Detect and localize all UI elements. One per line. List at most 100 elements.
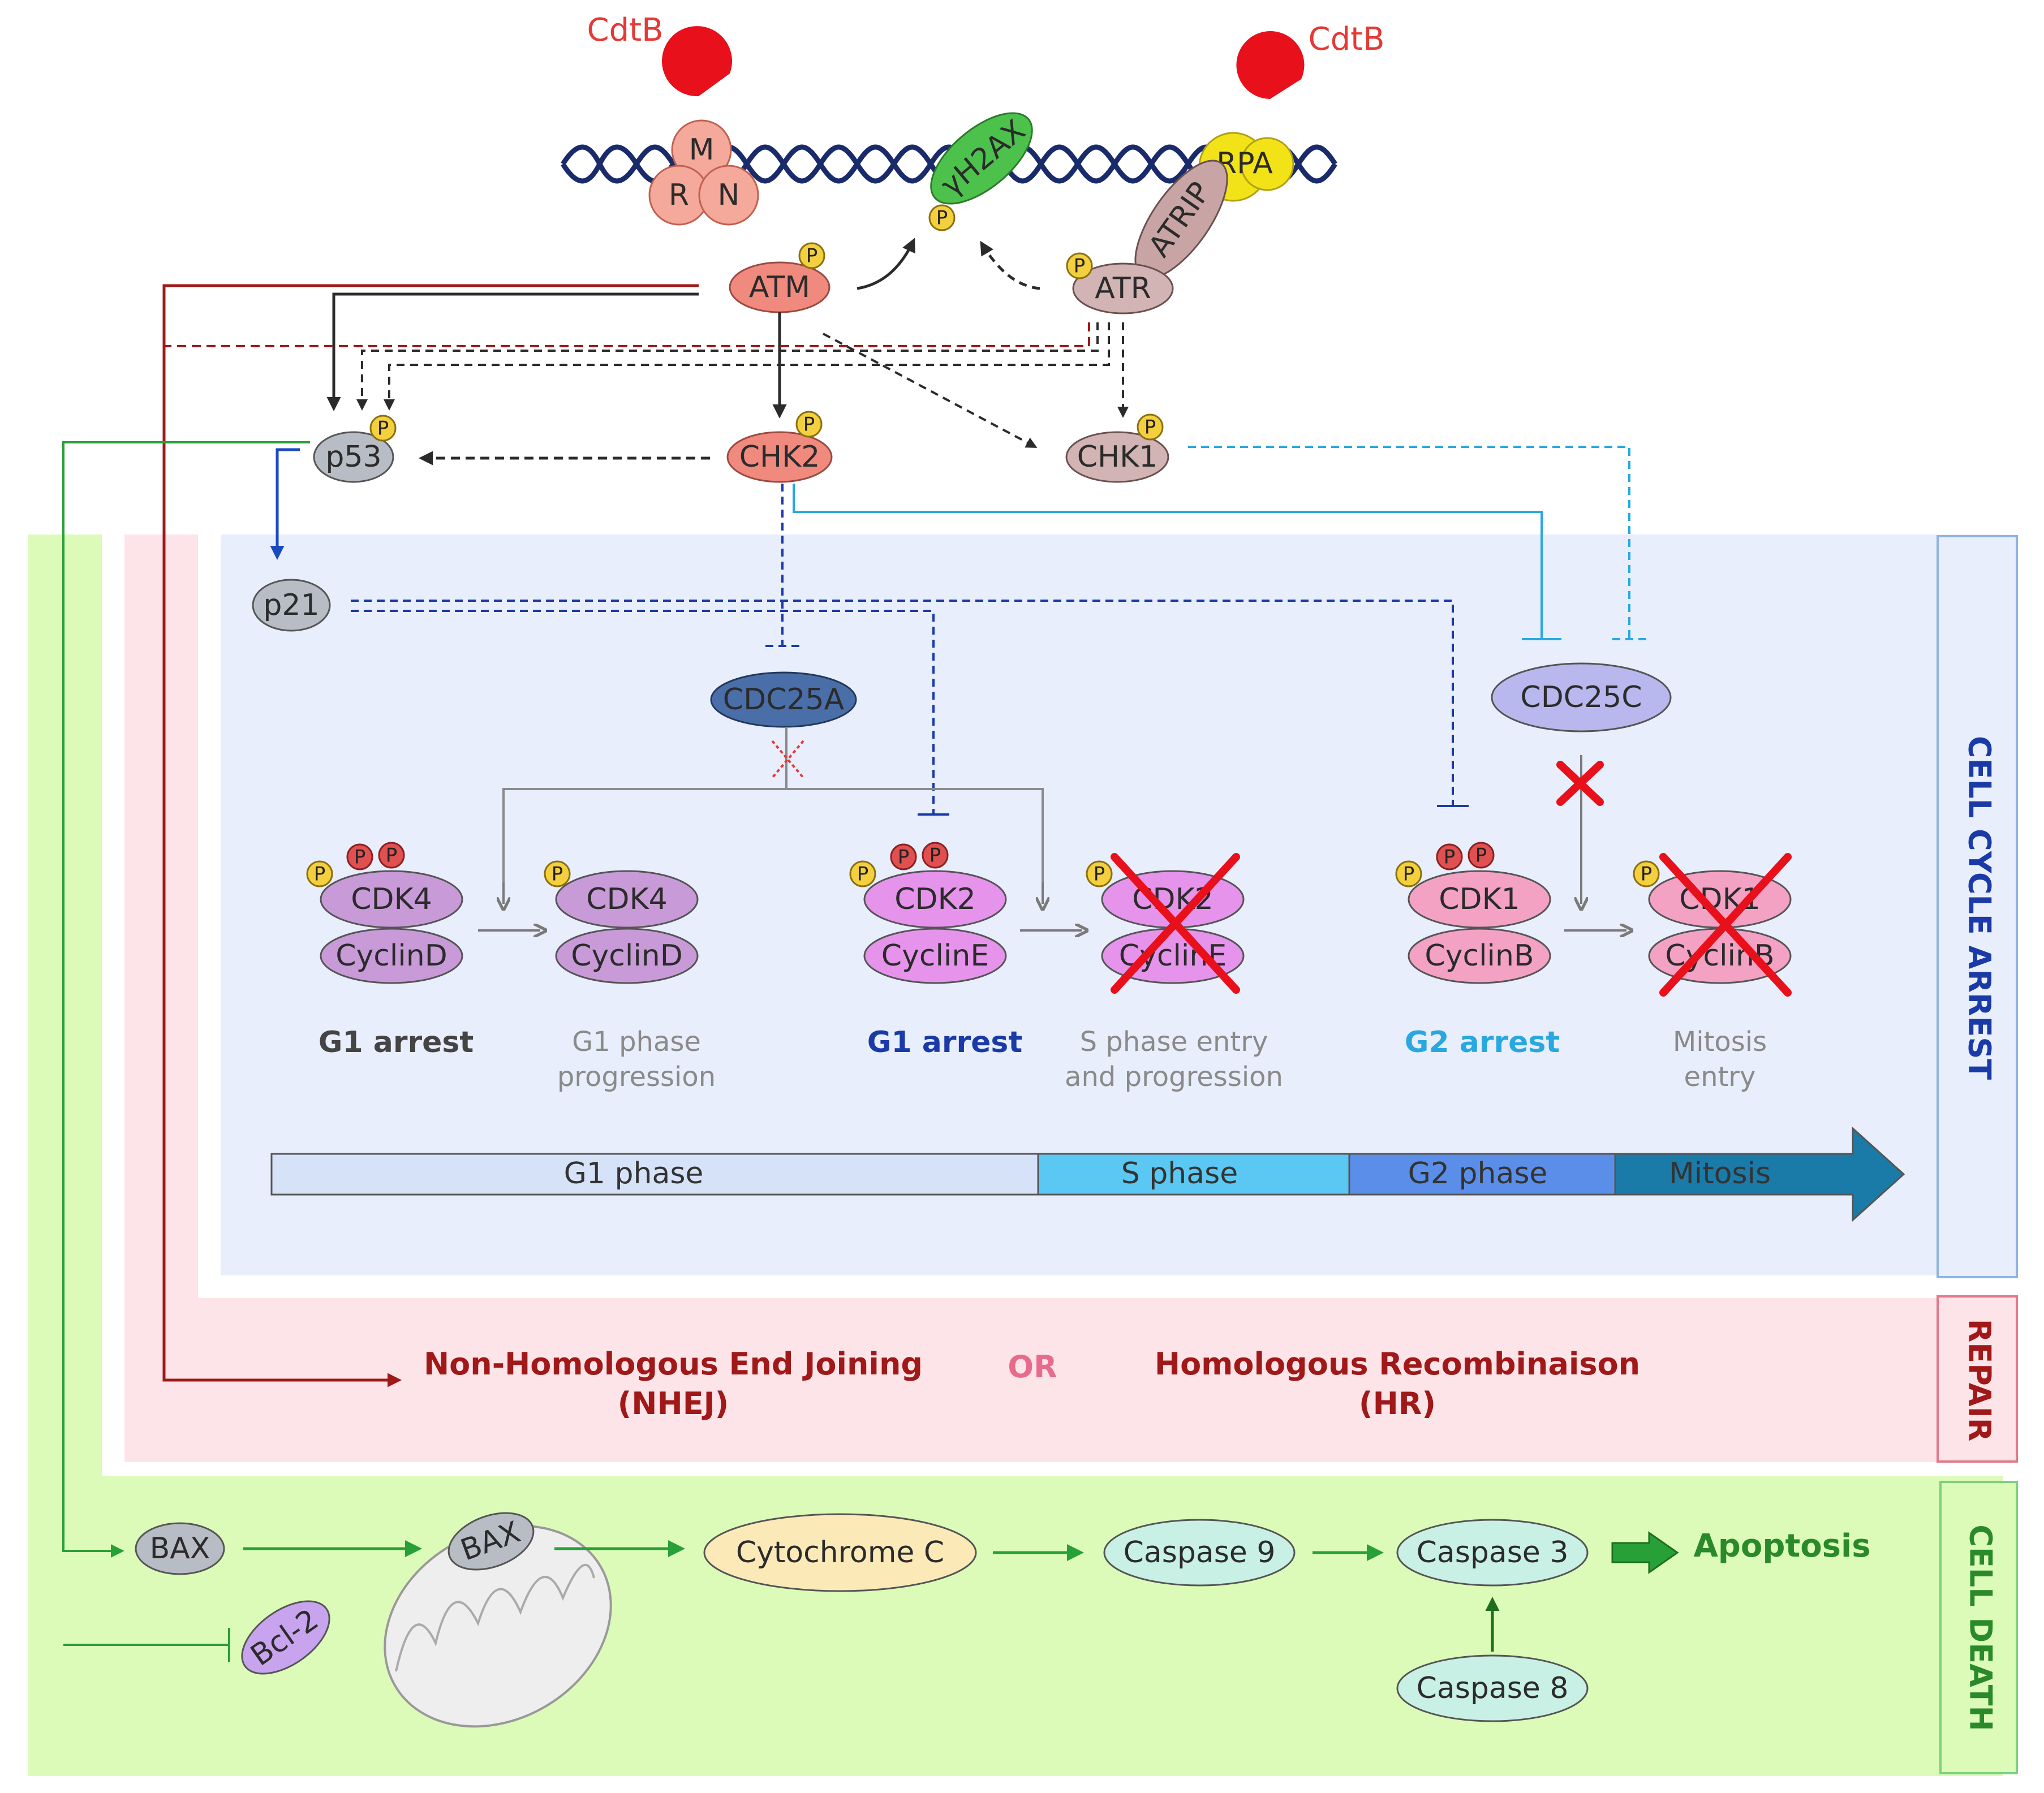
phosphate-icon <box>1468 842 1495 869</box>
phosphate-icon <box>928 204 956 231</box>
cdk1-cyclinb-complex-blocked: CDK1 CyclinB P <box>1633 853 1792 997</box>
phosphate-icon <box>1436 843 1463 870</box>
p53-to-p21-arrow <box>270 448 300 560</box>
caspase-9-node <box>1103 1519 1296 1587</box>
cdk4-cyclind-complex-phosphorylated: CDK4 CyclinD P P P <box>306 842 463 984</box>
p53-to-bax-arrow <box>62 441 310 1558</box>
repair-side-label: REPAIR <box>1961 1319 1997 1442</box>
svg-text:P: P <box>930 844 941 867</box>
svg-text:P: P <box>552 863 563 886</box>
p21-label: p21 <box>263 588 319 622</box>
chk2-node <box>726 431 833 483</box>
phosphate-label: P <box>1074 255 1086 278</box>
phosphate-icon <box>1137 413 1164 441</box>
phase-s-segment <box>1037 1153 1350 1196</box>
cross-icon <box>1556 761 1604 806</box>
chk2-inhibits-cdc25a-line <box>765 484 799 647</box>
svg-text:P: P <box>1475 844 1487 867</box>
cdk2-cycline-complex-blocked: CDK2 CyclinE P <box>1086 853 1245 994</box>
caspase-8-node <box>1396 1654 1589 1722</box>
phosphate-label: P <box>1144 416 1156 439</box>
phosphate-label: P <box>806 245 818 268</box>
svg-text:P: P <box>1094 863 1105 886</box>
p53-inhibits-bcl2-line <box>63 1628 230 1662</box>
cdk-label: CDK2 <box>894 882 976 916</box>
cytochrome-c-node <box>703 1513 977 1592</box>
s-phase-entry-label-1: S phase entry <box>1080 1026 1268 1058</box>
svg-text:P: P <box>314 863 326 886</box>
phosphate-label: P <box>936 207 948 230</box>
phosphate-icon <box>922 842 949 869</box>
s-phase-entry-label-2: and progression <box>1065 1061 1283 1093</box>
p21-inhibition-lines <box>351 600 1469 816</box>
g2-arrest-label: G2 arrest <box>1405 1025 1560 1059</box>
cdtb-pacman-icon <box>1236 31 1305 99</box>
svg-text:P: P <box>1444 846 1456 869</box>
g1-progression-label-2: progression <box>557 1061 716 1093</box>
atr-to-gh2ax-arrow <box>980 240 1040 290</box>
phosphate-label: P <box>803 413 815 436</box>
atr-label: ATR <box>1095 271 1151 305</box>
cdtb-pacman-icon <box>662 26 733 97</box>
mrn-n-label: N <box>718 178 740 212</box>
atr-to-p53-arrow-1 <box>356 322 1099 411</box>
caspase-9-label: Caspase 9 <box>1124 1536 1276 1570</box>
block-arrow-icon <box>1611 1531 1679 1574</box>
atr-node <box>1072 262 1174 314</box>
phase-g2-label: G2 phase <box>1408 1157 1548 1191</box>
svg-text:P: P <box>898 846 910 869</box>
phase-mitosis-segment <box>1614 1126 1905 1222</box>
phosphate-icon <box>346 843 373 870</box>
cross-icon <box>1111 853 1240 994</box>
cytochrome-c-label: Cytochrome C <box>736 1536 944 1570</box>
cyclin-label: CyclinE <box>881 939 989 973</box>
chk1-label: CHK1 <box>1077 440 1158 474</box>
svg-text:P: P <box>1641 863 1653 886</box>
nhej-label-2: (NHEJ) <box>618 1386 729 1421</box>
bcl2-node <box>241 1600 330 1675</box>
bax-label-1: BAX <box>150 1532 210 1566</box>
cell-cycle-phase-bar: G1 phase S phase G2 phase Mitosis <box>270 1126 1905 1222</box>
svg-text:P: P <box>354 846 366 869</box>
rpa-node-lobe <box>1240 137 1294 191</box>
bax-node-2 <box>447 1512 535 1571</box>
caspase-3-node <box>1396 1519 1589 1587</box>
phosphate-icon <box>1633 860 1660 887</box>
cyclin-label: CyclinB <box>1425 939 1534 973</box>
caspase-8-label: Caspase 8 <box>1417 1671 1569 1705</box>
phosphate-icon <box>544 860 571 887</box>
phosphate-icon <box>795 411 823 438</box>
phosphate-icon <box>849 860 876 887</box>
phase-g2-segment <box>1348 1153 1616 1196</box>
cdk-label: CDK1 <box>1439 882 1520 916</box>
mitosis-entry-label-2: entry <box>1684 1061 1756 1093</box>
atm-to-repair-arrow <box>162 284 699 1387</box>
phase-s-label: S phase <box>1121 1157 1238 1191</box>
p53-node <box>313 431 394 483</box>
repair-side-box <box>1937 1295 2018 1463</box>
cdtb-label-right: CdtB <box>1308 21 1384 58</box>
mrn-complex: M R N <box>648 119 759 226</box>
p21-node <box>252 579 331 632</box>
svg-text:P: P <box>857 863 869 886</box>
mrn-n-circle <box>698 165 759 226</box>
mrn-r-label: R <box>669 178 689 212</box>
atr-to-repair-dashed-line <box>164 322 1090 347</box>
atm-label: ATM <box>749 270 810 304</box>
phosphate-icon <box>306 860 333 887</box>
g1-progression-label-1: G1 phase <box>572 1026 701 1058</box>
atm-to-p53-arrow <box>326 292 699 411</box>
cdk-label: CDK4 <box>586 882 668 916</box>
chk2-inhibits-cdc25c-line <box>793 484 1561 640</box>
caspase-3-label: Caspase 3 <box>1417 1536 1569 1570</box>
phosphate-icon <box>1086 860 1113 887</box>
cdc25a-label: CDC25A <box>723 683 845 717</box>
cdc25c-node <box>1491 662 1672 732</box>
cell-cycle-side-label: CELL CYCLE ARREST <box>1961 736 1997 1080</box>
chk1-node <box>1065 431 1169 483</box>
phosphate-icon <box>378 842 405 869</box>
cyclin-label: CyclinD <box>335 939 447 973</box>
cross-icon <box>1659 853 1792 997</box>
apoptosis-label: Apoptosis <box>1693 1528 1870 1564</box>
